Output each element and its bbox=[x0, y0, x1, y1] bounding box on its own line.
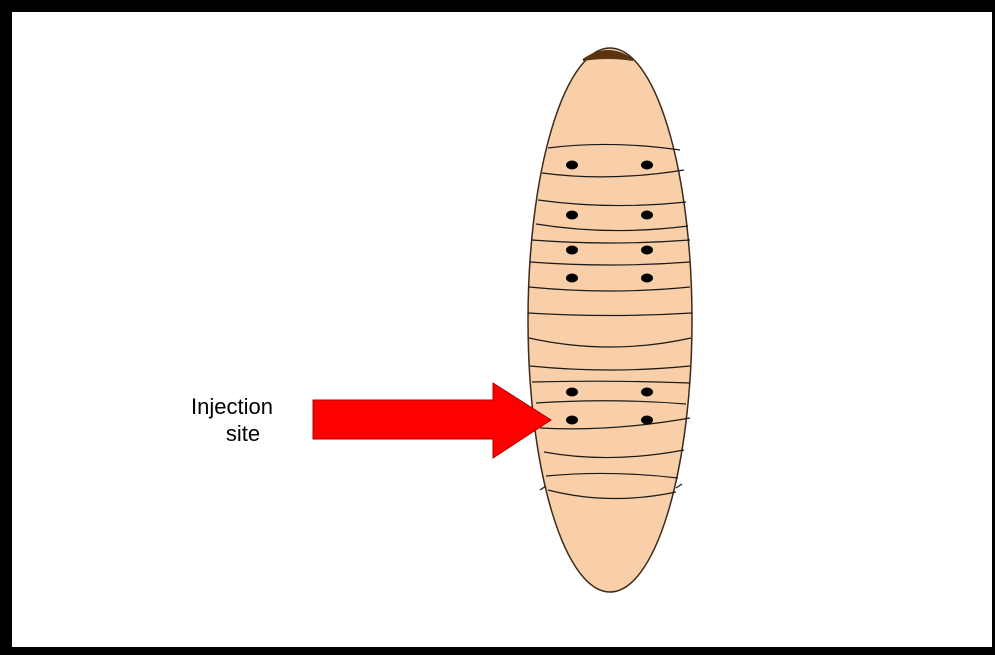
spiracle-dot bbox=[641, 274, 653, 283]
spiracle-dot bbox=[641, 211, 653, 220]
spiracle-dot bbox=[641, 246, 653, 255]
spiracle-dot bbox=[566, 246, 578, 255]
larva-outline bbox=[528, 48, 692, 592]
injection-label-line2: site bbox=[226, 421, 260, 446]
injection-arrow-icon bbox=[313, 383, 551, 458]
spiracle-dot bbox=[641, 416, 653, 425]
larva-body bbox=[528, 48, 692, 592]
spiracle-dot bbox=[566, 416, 578, 425]
spiracle-dot bbox=[566, 274, 578, 283]
spiracle-dot bbox=[641, 161, 653, 170]
spiracle-dot bbox=[641, 388, 653, 397]
injection-label-line1: Injection bbox=[191, 394, 273, 419]
spiracle-dot bbox=[566, 161, 578, 170]
segment-line bbox=[676, 484, 682, 488]
spiracle-dot bbox=[566, 388, 578, 397]
spiracle-dot bbox=[566, 211, 578, 220]
